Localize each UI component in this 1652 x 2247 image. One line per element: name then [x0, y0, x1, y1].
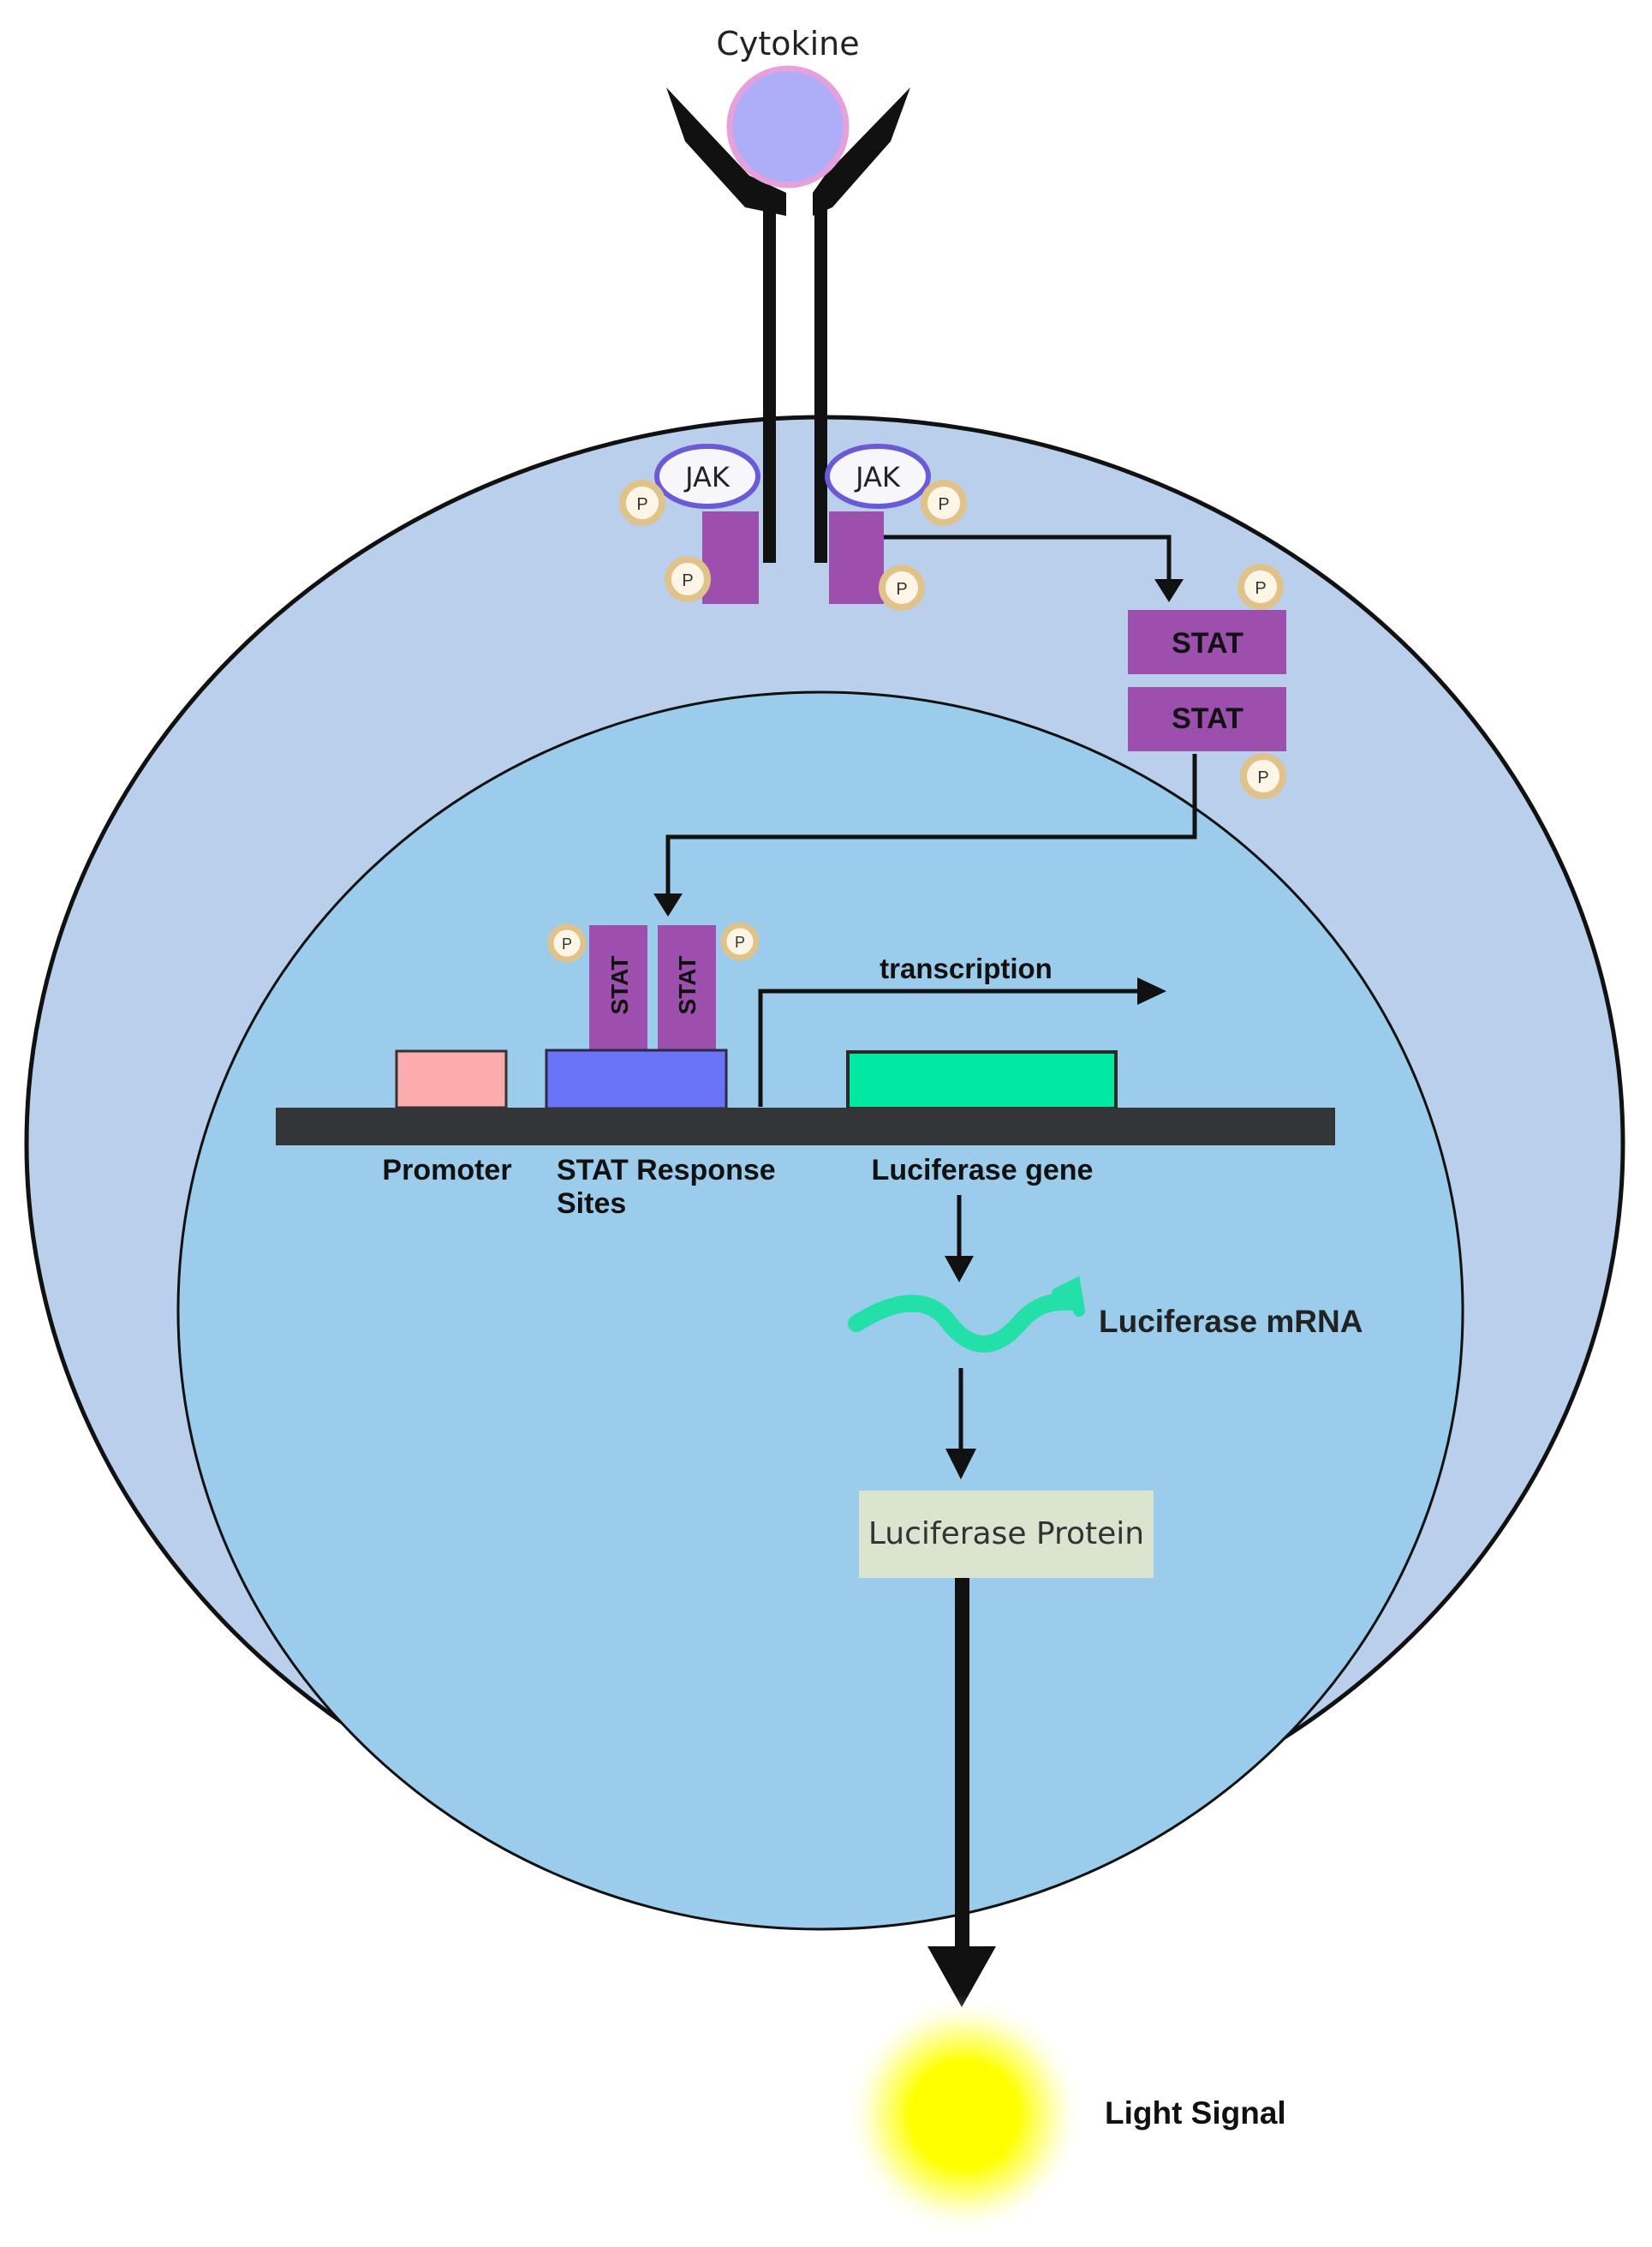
- light-arrow-shaft: [955, 1578, 969, 1955]
- luciferase-mrna-tail: [1052, 1276, 1085, 1317]
- svg-text:P: P: [896, 580, 907, 599]
- receptor-left-stalk: [763, 197, 776, 563]
- luciferase-gene-label: Luciferase gene: [872, 1154, 1094, 1186]
- stat-dimer-bottom-label: STAT: [1172, 702, 1243, 735]
- jak-left-label: JAK: [683, 461, 731, 493]
- light-signal-glow: [844, 1995, 1084, 2235]
- light-signal-label: Light Signal: [1105, 2095, 1286, 2130]
- phosphate-group: P: [547, 923, 587, 963]
- svg-text:P: P: [1255, 579, 1266, 598]
- phosphate-group: P: [720, 922, 760, 961]
- jak-left: [654, 444, 760, 509]
- luciferase-protein-box: [859, 1491, 1154, 1578]
- luciferase-mrna-squiggle: [848, 1293, 1083, 1353]
- luciferase-mrna-label: Luciferase mRNA: [1099, 1304, 1363, 1339]
- transcription-label: transcription: [880, 953, 1053, 984]
- phosphate-group: P: [921, 480, 967, 526]
- jak-right-label: JAK: [854, 461, 901, 493]
- activation-arrow-line: [884, 535, 1172, 583]
- gene-to-mrna-arrow-head: [945, 1256, 974, 1282]
- receptor-left-kinase-domain: [702, 511, 759, 604]
- svg-text:P: P: [1257, 768, 1268, 787]
- luciferase-protein-label: Luciferase Protein: [868, 1516, 1144, 1551]
- svg-text:P: P: [735, 934, 745, 951]
- phosphate-group: P: [879, 565, 925, 611]
- promoter-box: [395, 1049, 508, 1109]
- stat-response-label-line2: Sites: [557, 1187, 626, 1220]
- stat-dimer-bottom: [1128, 687, 1286, 751]
- light-arrow-head: [927, 1946, 996, 2007]
- transcription-arrow-head: [1137, 977, 1166, 1005]
- stat-dimer-top: [1128, 610, 1286, 674]
- cytokine-ligand: [726, 65, 850, 188]
- svg-text:P: P: [938, 495, 949, 514]
- phosphate-group: P: [1240, 753, 1286, 799]
- receptor-right-stalk: [814, 197, 827, 563]
- stat-bound-left: [589, 925, 647, 1049]
- nuclear-translocation-arrow-line: [665, 754, 1197, 895]
- dna-strand: [276, 1108, 1335, 1145]
- phosphate-group: P: [619, 480, 665, 526]
- cytokine-label: Cytokine: [716, 25, 859, 63]
- jak-right: [825, 444, 931, 509]
- receptor-right-arm: [813, 87, 910, 216]
- receptor-right-kinase-domain: [829, 511, 884, 604]
- stat-bound-left-label: STAT: [606, 956, 633, 1015]
- stat-bound-right: [658, 925, 716, 1049]
- nuclear-translocation-arrow-head: [653, 893, 683, 917]
- stat-dimer-top-label: STAT: [1172, 627, 1243, 660]
- mrna-to-protein-arrow-head: [945, 1449, 976, 1479]
- activation-arrow-head: [1154, 579, 1184, 602]
- svg-text:P: P: [562, 935, 572, 953]
- phosphate-group: P: [665, 556, 711, 602]
- svg-text:P: P: [636, 495, 647, 514]
- transcription-arrow-line: [758, 989, 1139, 1107]
- stat-response-label-line1: STAT Response: [557, 1154, 776, 1186]
- luciferase-gene-box: [846, 1050, 1118, 1110]
- stat-bound-right-label: STAT: [674, 956, 701, 1015]
- stat-response-sites-box: [545, 1049, 728, 1110]
- promoter-label: Promoter: [382, 1154, 511, 1186]
- receptor-left-arm: [666, 87, 786, 216]
- phosphate-group: P: [1238, 564, 1284, 610]
- svg-text:P: P: [682, 571, 693, 590]
